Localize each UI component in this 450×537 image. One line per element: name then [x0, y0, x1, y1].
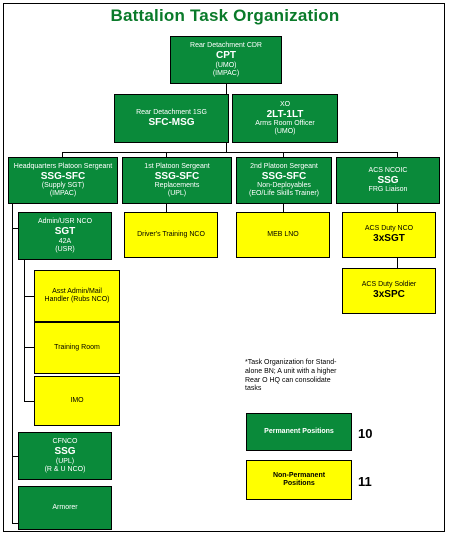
connector-line	[226, 84, 227, 94]
duty-label: (UPL)	[167, 190, 187, 198]
role-label: Admin/USR NCO	[37, 218, 93, 226]
connector-line	[24, 401, 34, 402]
admin-usr-nco-box: Admin/USR NCO SGT 42A (USR)	[18, 212, 112, 260]
asst-admin-mail-handler-box: Asst Admin/Mail Handler (Rubs NCO)	[34, 270, 120, 322]
legend-non-permanent-swatch: Non-Permanent Positions	[246, 460, 352, 500]
rank-label: CPT	[216, 50, 236, 62]
rank-label: SSG	[54, 446, 76, 458]
duty-label: 42A	[58, 237, 72, 245]
role-label: Rear Detachment 1SG	[136, 108, 207, 116]
legend-permanent-count: 10	[358, 426, 373, 441]
position-label: Driver's Training NCO	[137, 230, 205, 238]
second-platoon-sergeant-box: 2nd Platoon Sergeant SSG-SFC Non-Deploya…	[236, 157, 332, 204]
role-label: 2nd Platoon Sergeant	[250, 162, 318, 170]
acs-duty-soldier-box: ACS Duty Soldier 3xSPC	[342, 268, 436, 314]
rear-detachment-cdr-box: Rear Detachment CDR CPT (UMO) (IMPAC)	[170, 36, 282, 84]
role-label: ACS Duty Soldier	[361, 281, 417, 289]
connector-line	[283, 204, 284, 212]
role-label: ACS Duty NCO	[364, 225, 414, 233]
rank-label: 3xSGT	[373, 233, 405, 245]
duty-label: (IMPAC)	[49, 190, 77, 198]
drivers-training-nco-box: Driver's Training NCO	[124, 212, 218, 258]
duty-label: (Supply SGT)	[41, 182, 85, 190]
duty-label: (EO/Life Skills Trainer)	[248, 190, 320, 198]
position-label: Training Room	[54, 343, 100, 351]
connector-line	[166, 204, 167, 212]
rank-label: SSG	[377, 174, 399, 186]
cfnco-box: CFNCO SSG (UPL) (R & U NCO)	[18, 432, 112, 480]
position-label: Asst Admin/Mail Handler (Rubs NCO)	[44, 287, 110, 303]
connector-line	[283, 152, 284, 157]
connector-line	[62, 152, 398, 153]
rear-detachment-1sg-box: Rear Detachment 1SG SFC-MSG	[114, 94, 229, 143]
duty-label: (USR)	[55, 245, 75, 253]
xo-box: XO 2LT-1LT Arms Room Officer (UMO)	[232, 94, 338, 143]
role-label: Headquarters Platoon Sergeant	[13, 162, 113, 170]
legend-permanent-label: Permanent Positions	[264, 427, 334, 435]
acs-duty-nco-box: ACS Duty NCO 3xSGT	[342, 212, 436, 258]
training-room-box: Training Room	[34, 322, 120, 374]
duty-label: Arms Room Officer	[255, 120, 315, 128]
duty-label: Non-Deployables	[257, 182, 311, 190]
rank-label: SSG-SFC	[154, 170, 200, 182]
task-organization-note: *Task Organization for Stand-alone BN; A…	[245, 359, 337, 393]
connector-line	[397, 204, 398, 212]
rank-label: SGT	[54, 226, 76, 238]
duty-label: (UMO)	[215, 61, 237, 69]
legend-non-permanent-label: Non-Permanent Positions	[272, 471, 326, 487]
armorer-box: Armorer	[18, 486, 112, 530]
connector-line	[166, 152, 167, 157]
diagram-frame	[3, 3, 445, 532]
role-label: XO	[279, 100, 291, 108]
rank-label: 2LT-1LT	[266, 108, 304, 120]
position-label: IMO	[70, 396, 84, 404]
meb-lno-box: MEB LNO	[236, 212, 330, 258]
connector-line	[226, 143, 227, 152]
legend-permanent-swatch: Permanent Positions	[246, 413, 352, 451]
connector-line	[12, 228, 18, 229]
connector-line	[24, 296, 34, 297]
duty-label: Replacements	[154, 182, 200, 190]
connector-line	[12, 456, 18, 457]
duty-label: (IMPAC)	[212, 69, 240, 77]
role-label: 1st Platoon Sergeant	[144, 162, 210, 170]
connector-line	[24, 347, 34, 348]
duty-label: FRG Liaison	[368, 186, 408, 194]
connector-line	[12, 180, 13, 523]
position-label: MEB LNO	[267, 230, 299, 238]
legend-non-permanent-count: 11	[358, 474, 372, 489]
connector-line	[397, 152, 398, 157]
page-title: Battalion Task Organization	[110, 6, 340, 25]
connector-line	[62, 152, 63, 157]
duty-label: (UMO)	[274, 128, 296, 136]
acs-ncoic-box: ACS NCOIC SSG FRG Liaison	[336, 157, 440, 204]
duty-label: (R & U NCO)	[44, 465, 86, 473]
duty-label: (UPL)	[55, 457, 75, 465]
connector-line	[397, 258, 398, 268]
rank-label: SSG-SFC	[40, 170, 86, 182]
rank-label: 3xSPC	[373, 289, 405, 301]
position-label: Armorer	[52, 503, 78, 511]
role-label: CFNCO	[52, 438, 78, 446]
hq-platoon-sergeant-box: Headquarters Platoon Sergeant SSG-SFC (S…	[8, 157, 118, 204]
rank-label: SFC-MSG	[148, 116, 195, 128]
role-label: Rear Detachment CDR	[190, 42, 262, 50]
role-label: ACS NCOIC	[368, 166, 408, 174]
first-platoon-sergeant-box: 1st Platoon Sergeant SSG-SFC Replacement…	[122, 157, 232, 204]
connector-line	[24, 260, 25, 402]
connector-line	[12, 523, 18, 524]
imo-box: IMO	[34, 376, 120, 426]
rank-label: SSG-SFC	[261, 170, 307, 182]
